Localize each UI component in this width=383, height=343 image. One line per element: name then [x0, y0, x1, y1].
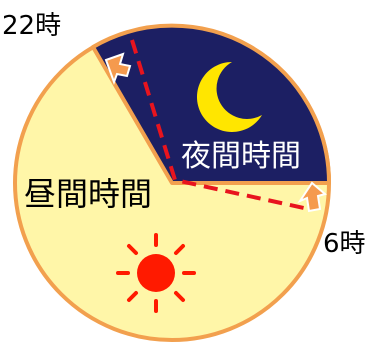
sun-icon [116, 233, 196, 313]
crescent-moon-icon [196, 61, 262, 132]
label-22: 22時 [2, 11, 61, 41]
label-night: 夜間時間 [181, 139, 301, 174]
arrow-icon-22 [104, 52, 132, 85]
label-day: 昼間時間 [24, 175, 152, 213]
arrow-icon-6 [297, 181, 328, 213]
label-6: 6時 [323, 229, 366, 259]
dashed-boundary-line [130, 39, 305, 210]
